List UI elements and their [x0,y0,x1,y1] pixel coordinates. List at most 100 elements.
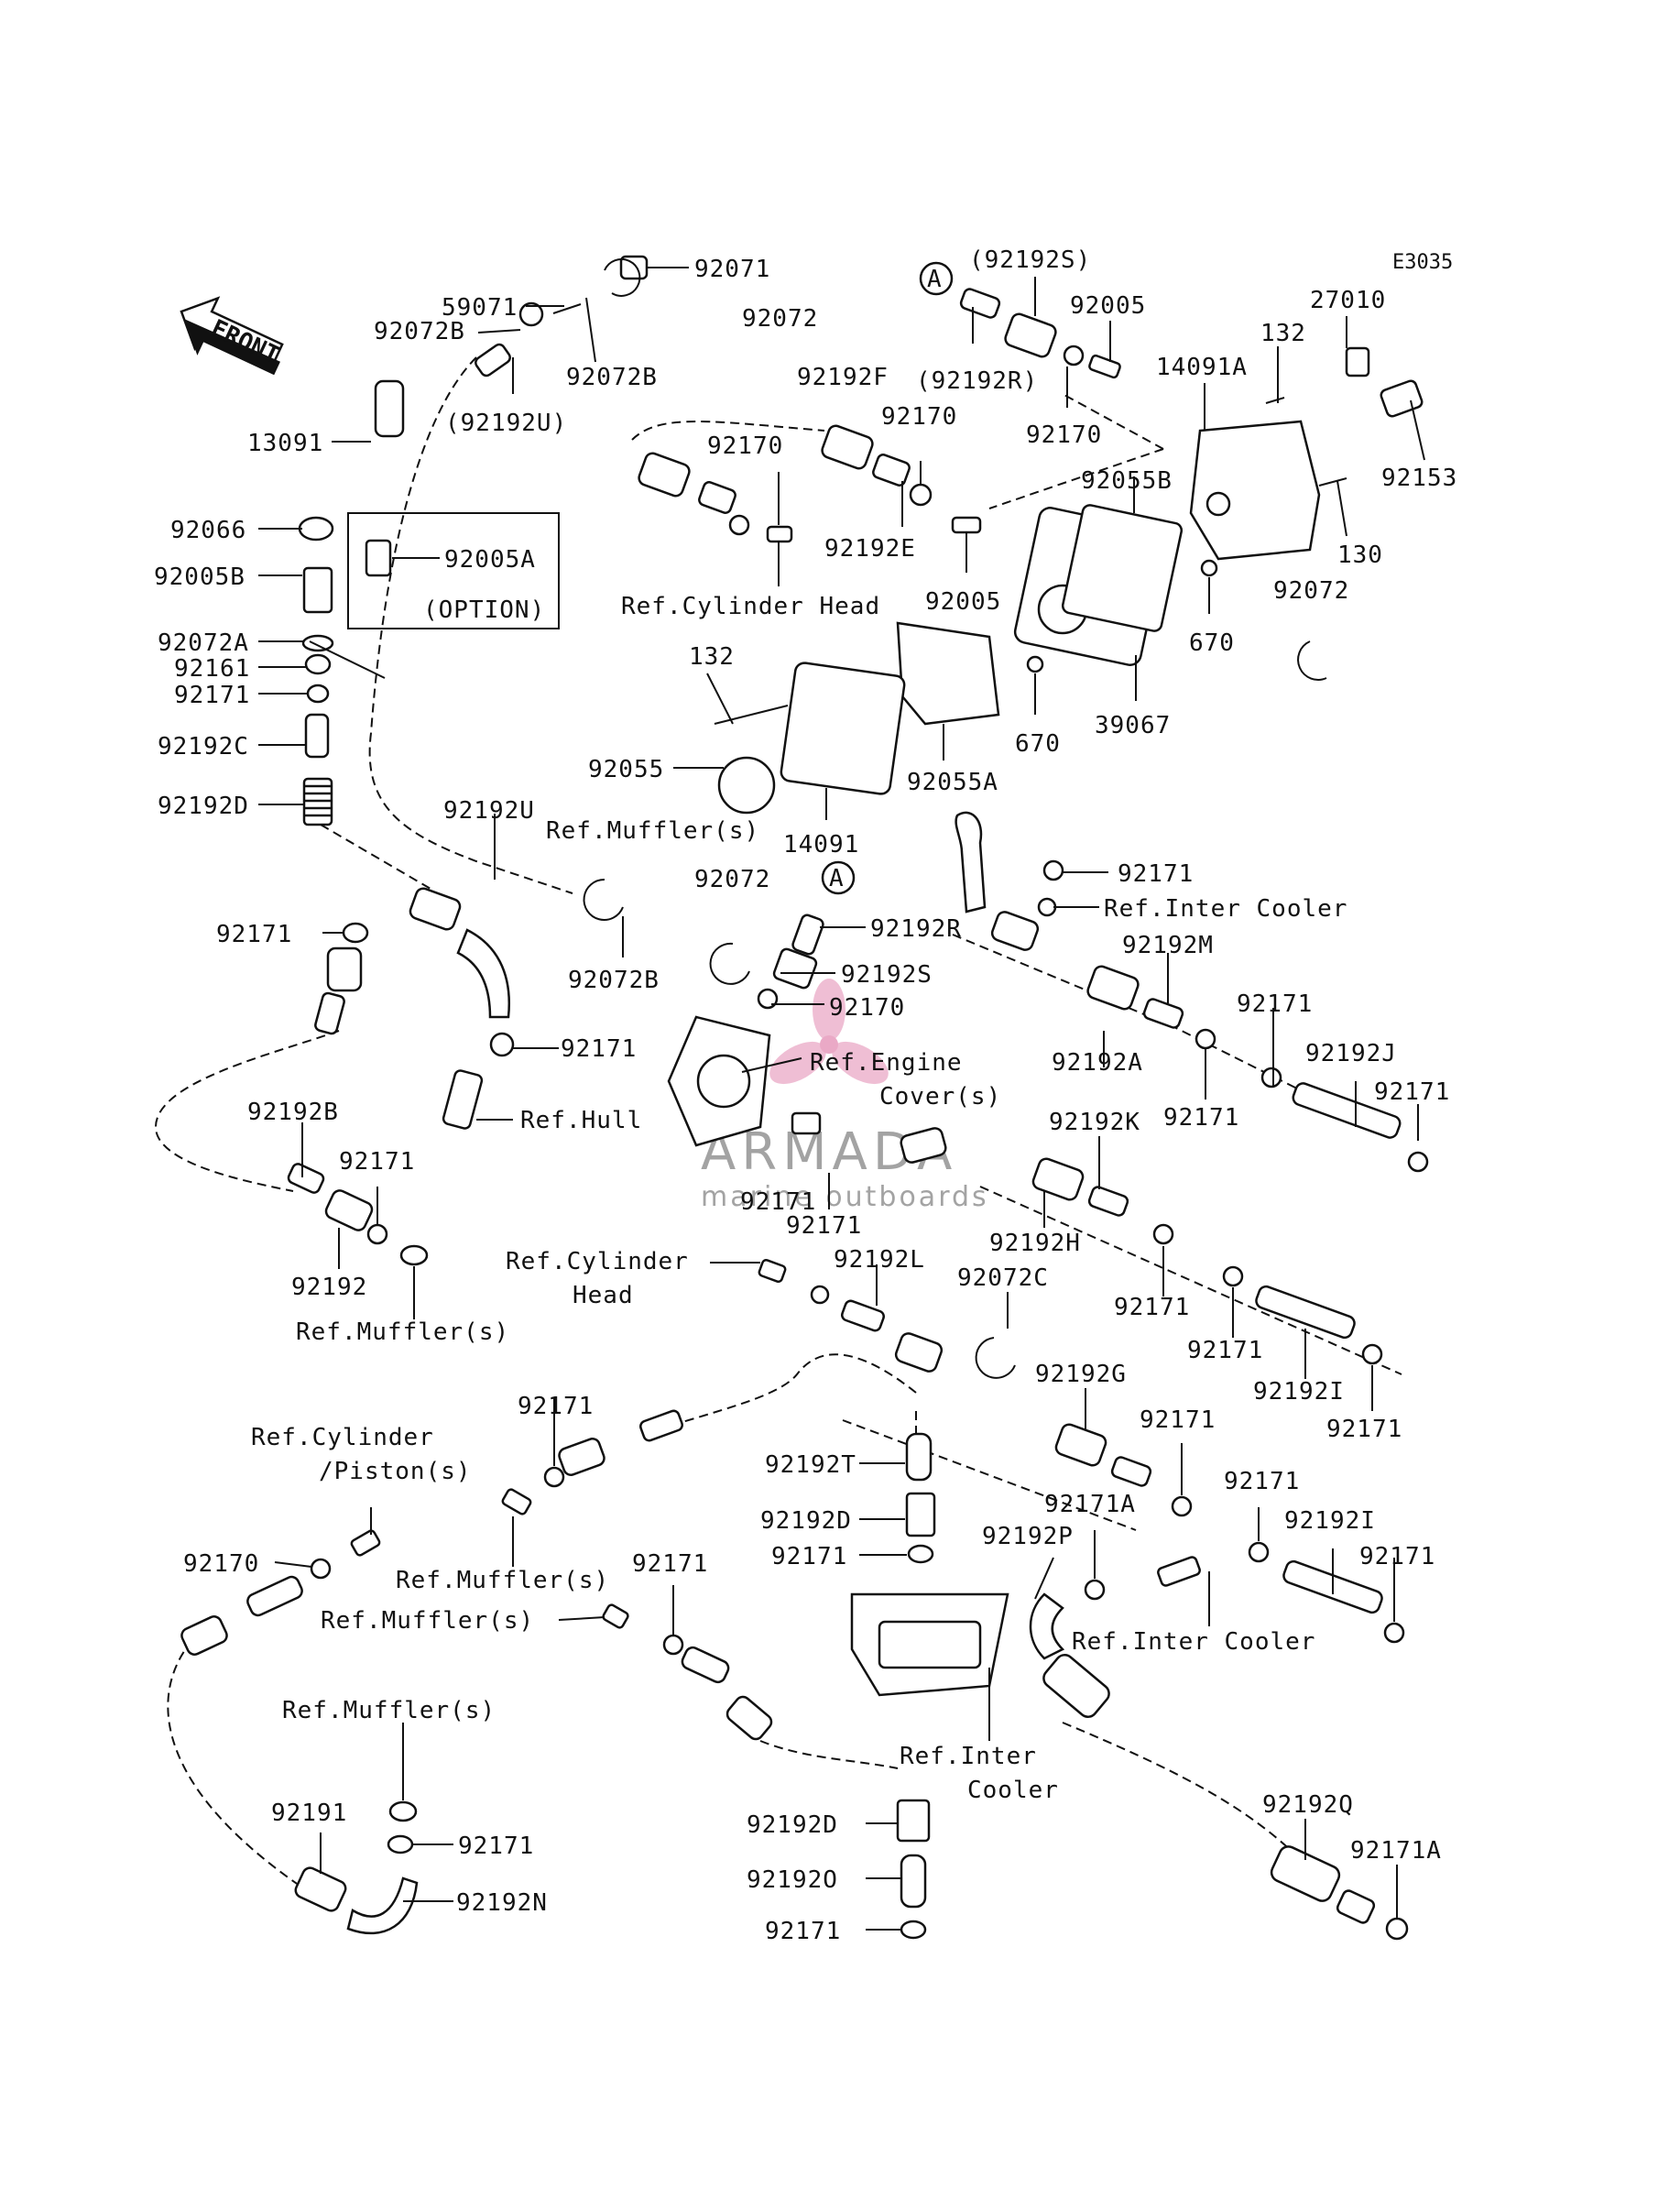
clip-92072-mid [709,942,750,985]
label-ref-cyl-head-mid-1: Ref.Cylinder [506,1248,689,1275]
fitting-ref-inter [1037,897,1057,917]
clamp-92171-c1 [1152,1223,1174,1245]
propeller-logo-icon [769,979,889,1085]
label-ref-engine-1: Ref.Engine [810,1049,963,1077]
label-92192C: 92192C [158,733,249,760]
hose-92192T [905,1432,933,1482]
clamp-92171-mid3 [662,1634,684,1656]
part-labels: 92071 59071 92072B 92072B (92192U) 13091… [154,246,1456,1945]
hose-bend-92192P [1029,1592,1065,1660]
clamp-92171-r1 [1260,1067,1282,1089]
label-92055A: 92055A [907,769,998,796]
hose-92192U-top [475,343,511,377]
hose-92192N [346,1876,419,1935]
hose-coil-low-mid [558,1438,605,1476]
label-92072B-mid: 92072B [568,967,660,994]
label-92192R-top: (92192R) [916,367,1038,395]
label-92170-b: 92170 [707,432,783,460]
label-92171-r5: 92171 [1187,1337,1263,1364]
label-92192G: 92192G [1035,1361,1127,1388]
fitting-ref-muffler-lb [399,1244,429,1266]
callout-a-top-label: A [927,266,943,293]
gasket-92055B [1061,504,1184,632]
label-132-mid: 132 [689,643,735,671]
label-92192B: 92192B [247,1099,339,1126]
clamp-92171A-b [1385,1917,1409,1941]
label-ref-inter-cooler-low-1: Ref.Inter [900,1743,1037,1770]
hose-92192L [841,1299,885,1332]
hose-92192D-low [896,1799,931,1843]
hose-short-left2 [314,991,345,1035]
clamp-92171 [306,684,330,704]
label-92055: 92055 [588,756,664,783]
label-92170-c: 92170 [1026,421,1102,449]
label-92072-mid: 92072 [694,866,770,893]
cap-13091 [374,379,405,438]
coil-92192D [304,784,332,817]
label-92005A: 92005A [444,546,536,574]
hose-92192I-a [1255,1285,1356,1340]
label-92192P: 92192P [982,1523,1074,1550]
callout-a-mid [821,860,856,895]
label-92171-l1: 92171 [174,682,250,709]
label-92192H: 92192H [989,1230,1081,1257]
label-92171A-a: 92171A [1044,1491,1136,1518]
clip-92072B-mid [583,878,624,921]
hose-92192E [872,454,911,487]
label-92192N: 92192N [456,1889,548,1917]
label-14091: 14091 [783,831,859,859]
fitting-ref-muffler-low [388,1800,418,1822]
clamp-92171-lb [366,1223,388,1245]
label-92191: 92191 [271,1800,347,1827]
label-92171-inter: 92171 [1118,860,1194,888]
label-92192F: 92192F [797,364,889,391]
clamp-92171-inter [1042,859,1064,881]
hose-coil-92192L [894,1332,944,1373]
label-92192T: 92192T [765,1451,856,1479]
label-92192A: 92192A [1052,1049,1143,1077]
bolt-92005B [302,566,333,614]
label-13091: 13091 [247,430,323,457]
callout-a-top [919,261,954,296]
fitting-hull [442,1069,484,1130]
fitting-92153 [1380,379,1424,418]
label-670-b: 670 [1015,730,1061,758]
label-92170-mid: 92170 [829,994,905,1022]
clamp-92171-r9 [1383,1622,1405,1644]
label-92072C: 92072C [957,1264,1049,1292]
label-92192U-top: (92192U) [445,410,567,437]
label-ref-muffler-mid: Ref.Muffler(s) [396,1567,609,1594]
label-92192: 92192 [291,1274,367,1301]
label-option: (OPTION) [423,596,545,624]
label-92171-mid2: 92171 [518,1393,594,1420]
label-27010: 27010 [1310,287,1386,314]
clamp-92171-left [342,922,369,944]
label-92192K: 92192K [1049,1109,1140,1136]
fitting-92005-top [1088,354,1121,379]
label-ref-inter-cooler-low-2: Cooler [967,1777,1059,1804]
clamp-92171-low [387,1834,414,1854]
label-92171-r9: 92171 [1359,1543,1435,1570]
clamp-92171-bottom [900,1920,927,1940]
label-ref-hull: Ref.Hull [520,1107,642,1134]
hose-92192K [1087,1186,1129,1217]
label-92171-left: 92171 [216,921,292,948]
label-92192J: 92192J [1305,1040,1397,1067]
hose-92192Q-short [1336,1889,1376,1924]
label-ref-inter-cooler-mid: Ref.Inter Cooler [1072,1628,1315,1656]
clip-92072-right [1297,640,1327,681]
fitting-92005-mid [951,516,982,534]
front-arrow: FRONT [180,296,284,376]
label-92171-r2: 92171 [1374,1078,1450,1106]
hose-coil-low-mid2 [725,1695,773,1741]
hose-coil-92192M [990,911,1040,951]
hose-92192H [1031,1157,1085,1201]
cover-14091A [1189,420,1321,561]
label-92171-r6: 92171 [1326,1416,1402,1443]
label-92171-r7: 92171 [1140,1406,1216,1434]
label-ref-muffler-mid2: Ref.Muffler(s) [321,1607,534,1635]
hose-92192O [900,1854,927,1909]
clamp-92171-mid2 [543,1466,565,1488]
watermark-sub: marine outboards [701,1181,989,1213]
dashed-routes [154,356,1402,1888]
